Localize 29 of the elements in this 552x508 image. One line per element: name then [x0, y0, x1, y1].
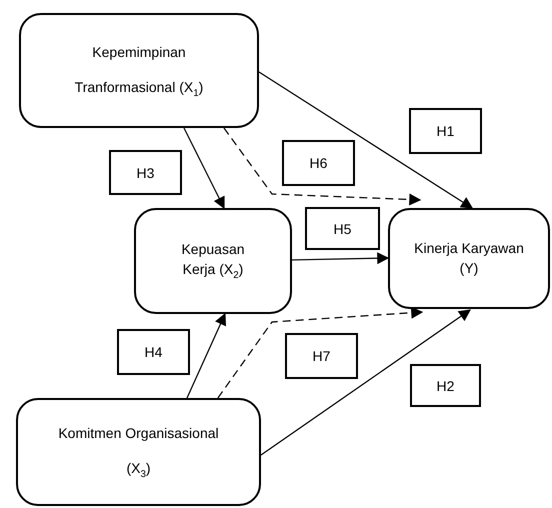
- hypothesis-box: [409, 108, 482, 154]
- arrow: [292, 252, 390, 264]
- hypothesis-label: H2: [436, 378, 454, 394]
- hypothesis-label: H4: [144, 344, 162, 360]
- hypothesis-box: [410, 364, 481, 407]
- hypothesis-label: H5: [334, 220, 352, 236]
- arrow: [186, 312, 226, 398]
- variable-label: Kinerja Karyawan (Y): [414, 238, 524, 278]
- arrow: [217, 306, 424, 398]
- variable-label: Komitmen Organisasional (X$_{3}$): [57, 424, 220, 482]
- variable-label: Kepuasan Kerja (X$_{2}$): [180, 240, 246, 282]
- variable-box: [16, 398, 261, 506]
- arrow: [258, 71, 474, 209]
- hypothesis-label: H3: [136, 164, 154, 180]
- variable-box: [388, 208, 550, 309]
- hypothesis-label: H1: [436, 123, 454, 139]
- hypothesis-box: [285, 333, 358, 379]
- variable-label: Kepemimpinan Tranformasional (X$_{1}$): [74, 42, 204, 101]
- variable-box: [19, 13, 259, 128]
- hypothesis-box: [282, 140, 355, 186]
- hypothesis-box: [109, 150, 182, 195]
- arrow: [183, 128, 225, 210]
- variable-box: [134, 208, 292, 314]
- hypothesis-box: [117, 329, 190, 375]
- hypothesis-label: H6: [310, 155, 328, 171]
- hypothesis-box: [305, 207, 380, 250]
- arrow: [260, 309, 471, 456]
- arrow: [223, 128, 422, 206]
- hypothesis-label: H7: [312, 348, 330, 364]
